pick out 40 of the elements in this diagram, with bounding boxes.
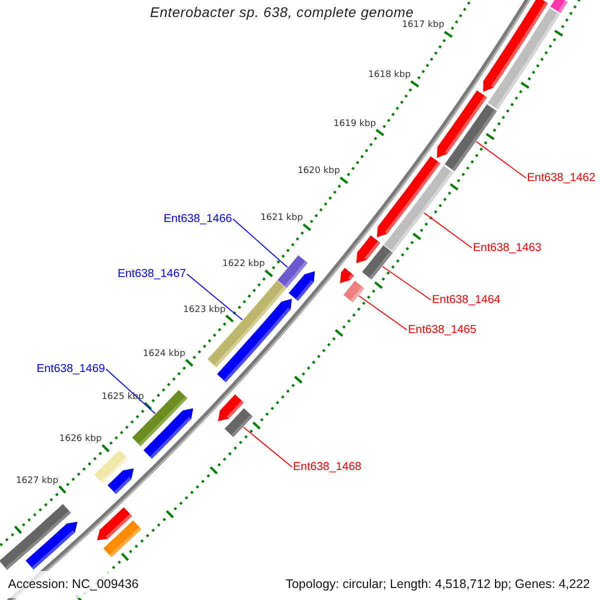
gene-label: Ent638_1464 [432, 293, 500, 307]
tick-label: 1621 kbp [260, 212, 303, 224]
gene-segment [356, 235, 380, 264]
tick-label: 1624 kbp [142, 348, 186, 360]
tick-label: 1618 kbp [368, 68, 411, 81]
gene-segment [94, 450, 128, 484]
gene-segment [0, 504, 71, 570]
gene-label: Ent638_1463 [473, 241, 542, 255]
leader-line [242, 426, 292, 468]
gene-label: Ent638_1465 [408, 323, 476, 337]
leader-line [186, 274, 243, 320]
leader-line [232, 218, 288, 268]
gene-segment [144, 408, 194, 459]
gene-segment [288, 271, 315, 301]
tick-label: 1626 kbp [59, 433, 102, 446]
gene-segment [436, 90, 487, 158]
tick-label: 1619 kbp [334, 118, 376, 130]
gene-segment [218, 394, 244, 422]
gene-segment [103, 520, 142, 558]
leader-line [106, 368, 156, 414]
leader-line [424, 212, 472, 248]
gene-label: Ent638_1462 [527, 171, 596, 185]
leader-line [358, 295, 408, 330]
leader-line [382, 266, 432, 300]
gene-segment [376, 156, 440, 238]
tick-label: 1620 kbp [298, 165, 340, 178]
tick-label: 1623 kbp [183, 304, 226, 316]
gene-label: Ent638_1466 [164, 212, 232, 226]
gene-label: Ent638_1468 [293, 460, 362, 474]
genome-stats: Topology: circular; Length: 4,518,712 bp; Genes: 4,222 [286, 576, 590, 594]
gene-segment [488, 8, 560, 110]
gene-segment [340, 268, 354, 284]
gene-label: Ent638_1467 [118, 267, 186, 281]
tick-label: 1622 kbp [222, 258, 265, 270]
gene-label: Ent638_1469 [36, 362, 105, 376]
diagram-title: Enterobacter sp. 638, complete genome [150, 3, 414, 20]
gene-segment [343, 280, 364, 302]
tick-label: 1617 kbp [402, 20, 444, 32]
leader-line [476, 141, 526, 178]
tick-label: 1627 kbp [16, 474, 58, 487]
